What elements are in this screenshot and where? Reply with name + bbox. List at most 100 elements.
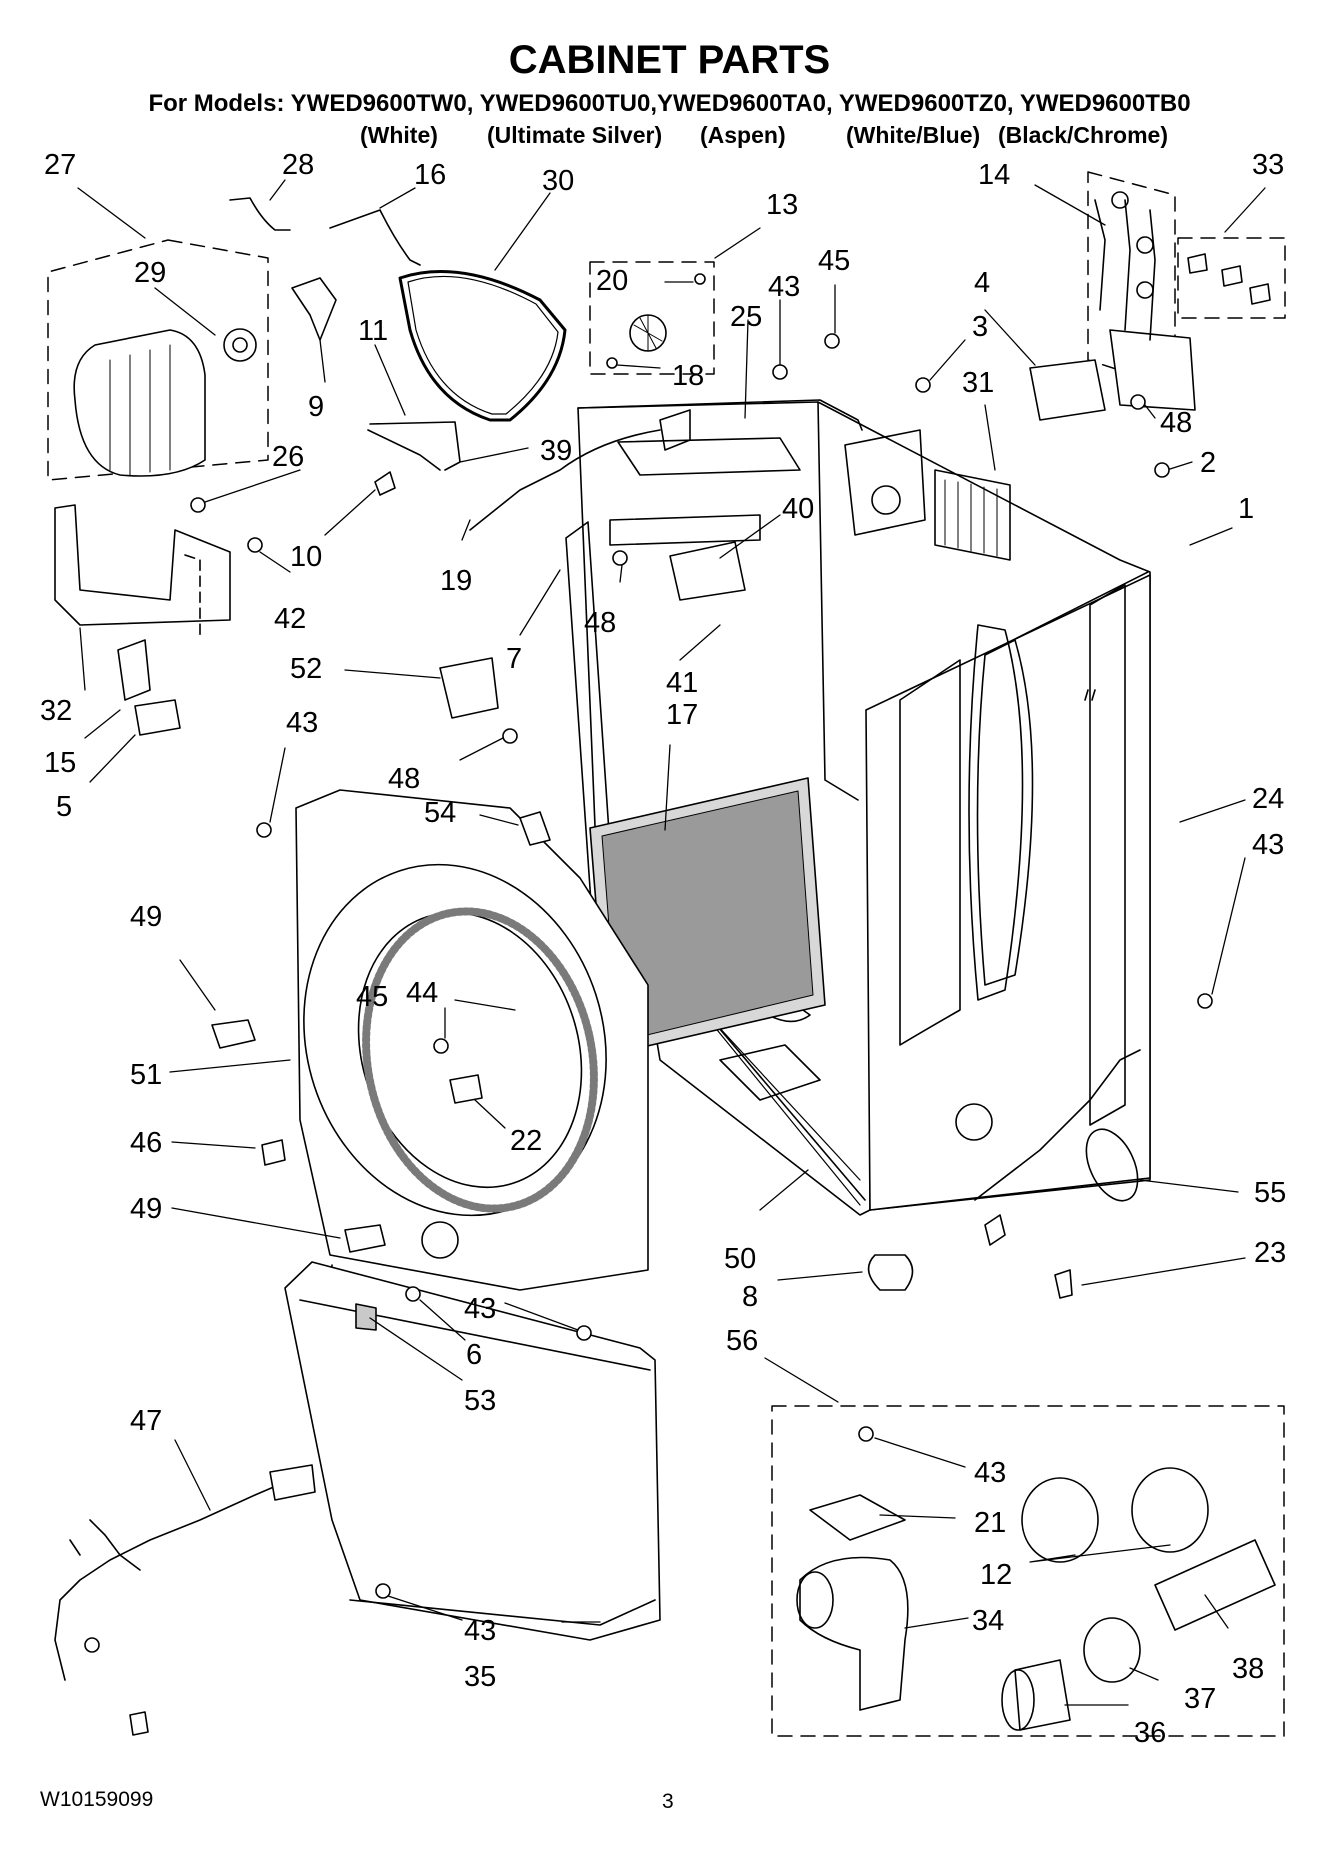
leader-2	[1169, 461, 1193, 470]
leader-30	[494, 192, 551, 271]
front-panel-outline	[295, 789, 649, 1291]
callout-label: 25	[730, 301, 762, 333]
callout-label: 48	[1160, 407, 1192, 439]
vent-elbow-34	[799, 1556, 909, 1711]
terminal-block-4	[1029, 359, 1106, 421]
callout-label: 19	[440, 565, 472, 597]
harness-47-connector	[269, 1464, 316, 1501]
callout-label: 21	[974, 1507, 1006, 1539]
screw-26	[190, 497, 206, 513]
knob-group-box	[1177, 237, 1286, 319]
motor-clamp-9	[291, 277, 337, 341]
wire-harness-19	[469, 429, 661, 531]
callout-label: 43	[768, 271, 800, 303]
vent-kit	[796, 1467, 1276, 1731]
leader-48-right	[1144, 404, 1156, 419]
callout-label: 43	[286, 707, 318, 739]
latch-strike-22	[449, 1074, 483, 1104]
callout-label: 42	[274, 603, 306, 635]
toe-panel-outline	[284, 1261, 661, 1641]
drive-belt	[398, 270, 567, 422]
leader-53	[369, 1317, 463, 1381]
callout-label: 43	[464, 1293, 496, 1325]
leader-54	[479, 814, 519, 826]
harness-47-main	[54, 1479, 291, 1681]
leveling-foot-8	[867, 1254, 914, 1291]
top-shield	[609, 514, 761, 546]
vent-elbow-opening	[796, 1571, 834, 1629]
callout-label: 49	[130, 901, 162, 933]
callout-label: 4	[974, 267, 990, 299]
power-cord-55	[974, 1049, 1141, 1201]
thermal-fuse-40	[669, 541, 746, 601]
top-cover-plate	[617, 437, 801, 476]
callout-label: 17	[666, 699, 698, 731]
leader-10	[324, 489, 376, 536]
side-panel-emboss-outer	[968, 624, 1024, 1001]
leader-21	[879, 1514, 956, 1519]
screw-43-top	[772, 364, 788, 380]
callout-label: 31	[962, 367, 994, 399]
callout-label: 40	[782, 493, 814, 525]
harness-47-plug	[129, 1711, 149, 1736]
leader-13	[714, 227, 761, 259]
callout-label: 29	[134, 257, 166, 289]
color-label-white-blue: (White/Blue)	[846, 122, 981, 148]
leader-16	[379, 187, 416, 209]
terminal-knob-14a	[1111, 191, 1129, 209]
leader-33	[1224, 187, 1266, 233]
wire-harness-28	[229, 197, 291, 231]
callout-label: 18	[672, 360, 704, 392]
leg-clip-23	[1054, 1269, 1073, 1299]
vent-clamp-36	[1014, 1659, 1071, 1731]
cable-clip-49b	[344, 1224, 386, 1253]
screw-43-bottom	[375, 1583, 391, 1599]
callout-label: 38	[1232, 1653, 1264, 1685]
leader-15	[84, 709, 121, 739]
leader-11	[374, 344, 406, 416]
document-number: W10159099	[40, 1788, 154, 1811]
motor-mount-bracket-32	[54, 504, 231, 626]
color-label-white: (White)	[360, 122, 438, 148]
callout-label: 8	[742, 1281, 758, 1313]
screw-48-right	[1130, 394, 1146, 410]
callout-label: 48	[388, 763, 420, 795]
leader-42	[259, 551, 291, 573]
vent-sleeve-37	[1083, 1617, 1141, 1683]
screws	[190, 333, 1213, 1599]
leader-38	[1204, 1594, 1229, 1629]
leader-26	[204, 469, 301, 503]
side-panel-emboss-inner	[976, 639, 1034, 986]
door-catch-46	[261, 1139, 286, 1166]
motor-pulley-hub	[232, 337, 248, 353]
base-pan-bracket	[719, 1044, 821, 1101]
models-line: For Models: YWED9600TW0, YWED9600TU0,YWE…	[148, 90, 1191, 117]
leader-6	[419, 1299, 466, 1341]
power-cord-plug-55	[984, 1214, 1006, 1246]
cabinet-top-edge	[577, 399, 863, 431]
cabinet-tab-24	[1084, 689, 1096, 701]
leader-19	[461, 519, 471, 541]
leader-22	[474, 1099, 506, 1129]
callout-label: 32	[40, 695, 72, 727]
leader-1	[1189, 527, 1233, 546]
lint-filter-screen	[589, 777, 826, 1056]
callout-label: 45	[356, 981, 388, 1013]
leader-12	[1029, 1544, 1171, 1563]
callout-label: 45	[818, 245, 850, 277]
callout-label: 28	[282, 149, 314, 181]
front-panel-sensor-hole	[421, 1221, 459, 1259]
toe-panel-sensor	[355, 1303, 377, 1331]
color-label-ultimate-silver: (Ultimate Silver)	[487, 122, 663, 148]
leader-51	[169, 1059, 291, 1073]
blower-washer-18	[606, 357, 618, 369]
blower-group-box	[589, 261, 715, 375]
leader-49-lower	[171, 1207, 341, 1239]
cable-clip-49a	[211, 1019, 256, 1049]
blower-washer-20	[694, 273, 706, 285]
callout-label: 6	[466, 1339, 482, 1371]
callout-label: 22	[510, 1125, 542, 1157]
control-block-52	[439, 657, 499, 719]
color-label-aspen: (Aspen)	[700, 122, 786, 148]
toe-panel-bottom	[349, 1599, 656, 1626]
